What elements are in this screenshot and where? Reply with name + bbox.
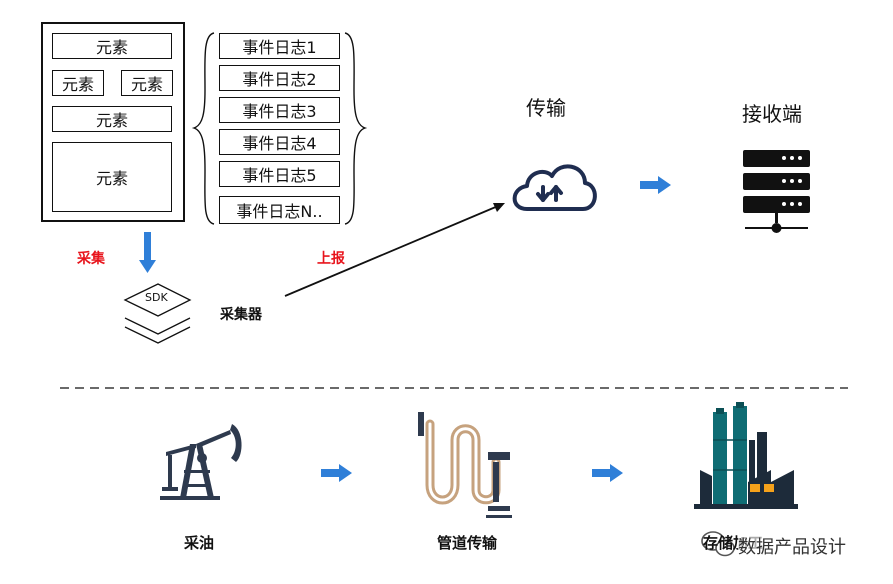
event-log-box: 事件日志N.. — [219, 196, 340, 224]
right-arrow-icon — [592, 464, 623, 482]
collector-label: 采集器 — [220, 307, 262, 323]
cloud-transfer-icon — [512, 164, 597, 211]
down-arrow-icon — [139, 232, 156, 273]
transfer-label: 传输 — [526, 96, 566, 120]
oil-pump-icon — [160, 424, 242, 500]
event-log-box: 事件日志3 — [219, 97, 340, 123]
pipeline-icon — [418, 412, 512, 518]
report-line-arrow-icon — [284, 203, 505, 297]
element-box: 元素 — [121, 70, 173, 96]
event-log-box: 事件日志2 — [219, 65, 340, 91]
receiver-label: 接收端 — [742, 102, 802, 126]
element-box: 元素 — [52, 106, 172, 132]
right-arrow-icon — [321, 464, 352, 482]
element-box: 元素 — [52, 70, 104, 96]
document-page-icon — [41, 22, 185, 222]
event-log-box: 事件日志4 — [219, 129, 340, 155]
oil-label: 采油 — [184, 534, 215, 552]
wechat-icon — [701, 531, 735, 557]
element-box: 元素 — [52, 33, 172, 59]
sdk-text: SDK — [145, 291, 168, 304]
pipe-label: 管道传输 — [437, 534, 498, 552]
collect-label: 采集 — [77, 251, 105, 267]
report-label: 上报 — [317, 251, 345, 267]
event-log-box: 事件日志5 — [219, 161, 340, 187]
watermark-text: 数据产品设计 — [738, 533, 846, 559]
refinery-icon — [694, 402, 798, 509]
brace-icon — [191, 32, 368, 225]
element-box: 元素 — [52, 142, 172, 212]
event-log-box: 事件日志1 — [219, 33, 340, 59]
server-icon — [743, 150, 810, 233]
right-arrow-icon — [640, 176, 671, 194]
sdk-layers-icon — [123, 283, 192, 344]
